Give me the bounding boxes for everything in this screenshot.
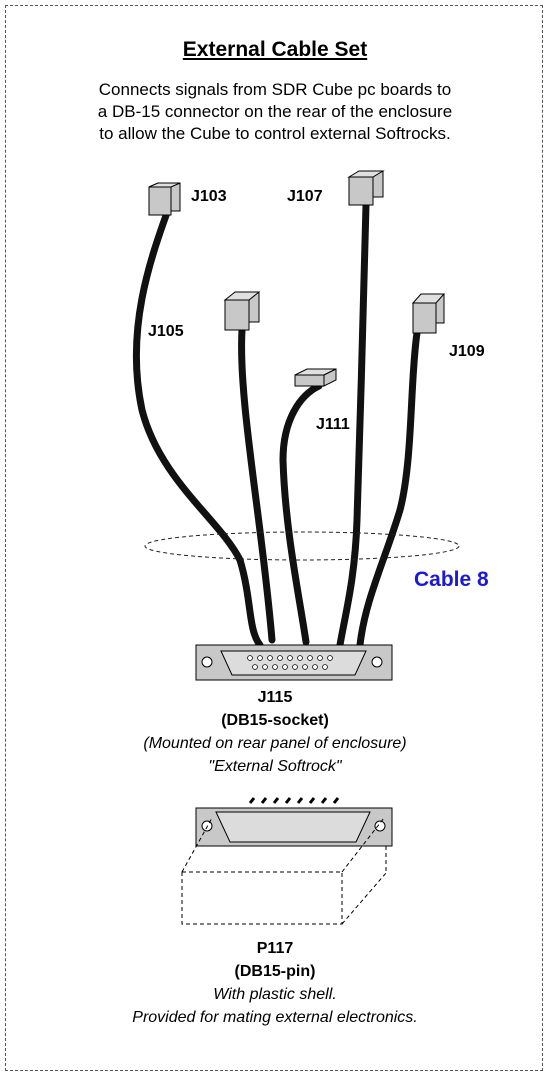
wire-j111	[279, 382, 323, 646]
j115-db15-socket-icon	[195, 644, 393, 681]
plastic-shell-outline	[181, 817, 387, 925]
p117-name: P117	[256, 940, 294, 957]
j107-connector-icon	[347, 170, 385, 206]
cable-wires	[132, 201, 421, 649]
diagram-frame	[5, 5, 543, 1071]
p117-db15-plug-icon	[181, 797, 393, 925]
j105-connector-icon	[223, 291, 261, 331]
j109-label: J109	[449, 343, 485, 360]
j115-note: (Mounted on rear panel of enclosure)	[143, 735, 407, 752]
description-line-3: to allow the Cube to control external So…	[99, 124, 451, 143]
description-line-1: Connects signals from SDR Cube pc boards…	[98, 80, 452, 99]
cable-8-label: Cable 8	[414, 568, 489, 591]
j105-label: J105	[148, 323, 184, 340]
plug-pins	[248, 797, 340, 804]
j107-label: J107	[287, 188, 323, 205]
p117-type: (DB15-pin)	[234, 963, 316, 980]
socket-pin-holes	[247, 655, 333, 670]
j111-connector-icon	[294, 368, 337, 387]
j115-caption: "External Softrock"	[208, 758, 342, 775]
j111-label: J111	[316, 416, 350, 433]
p117-note-2: Provided for mating external electronics…	[132, 1009, 418, 1026]
p117-note-1: With plastic shell.	[213, 986, 337, 1003]
description-line-2: a DB-15 connector on the rear of the enc…	[97, 102, 453, 121]
j103-connector-icon	[148, 182, 181, 216]
j115-name: J115	[257, 689, 293, 706]
cable-tie-ellipse	[144, 531, 460, 561]
diagram-title: External Cable Set	[182, 38, 368, 61]
j115-type: (DB15-socket)	[221, 712, 329, 729]
wire-j109	[356, 329, 421, 649]
j103-label: J103	[191, 188, 227, 205]
j109-connector-icon	[411, 293, 446, 334]
wire-j107	[336, 201, 370, 649]
wire-j105	[238, 326, 276, 644]
wire-j103	[132, 203, 264, 649]
